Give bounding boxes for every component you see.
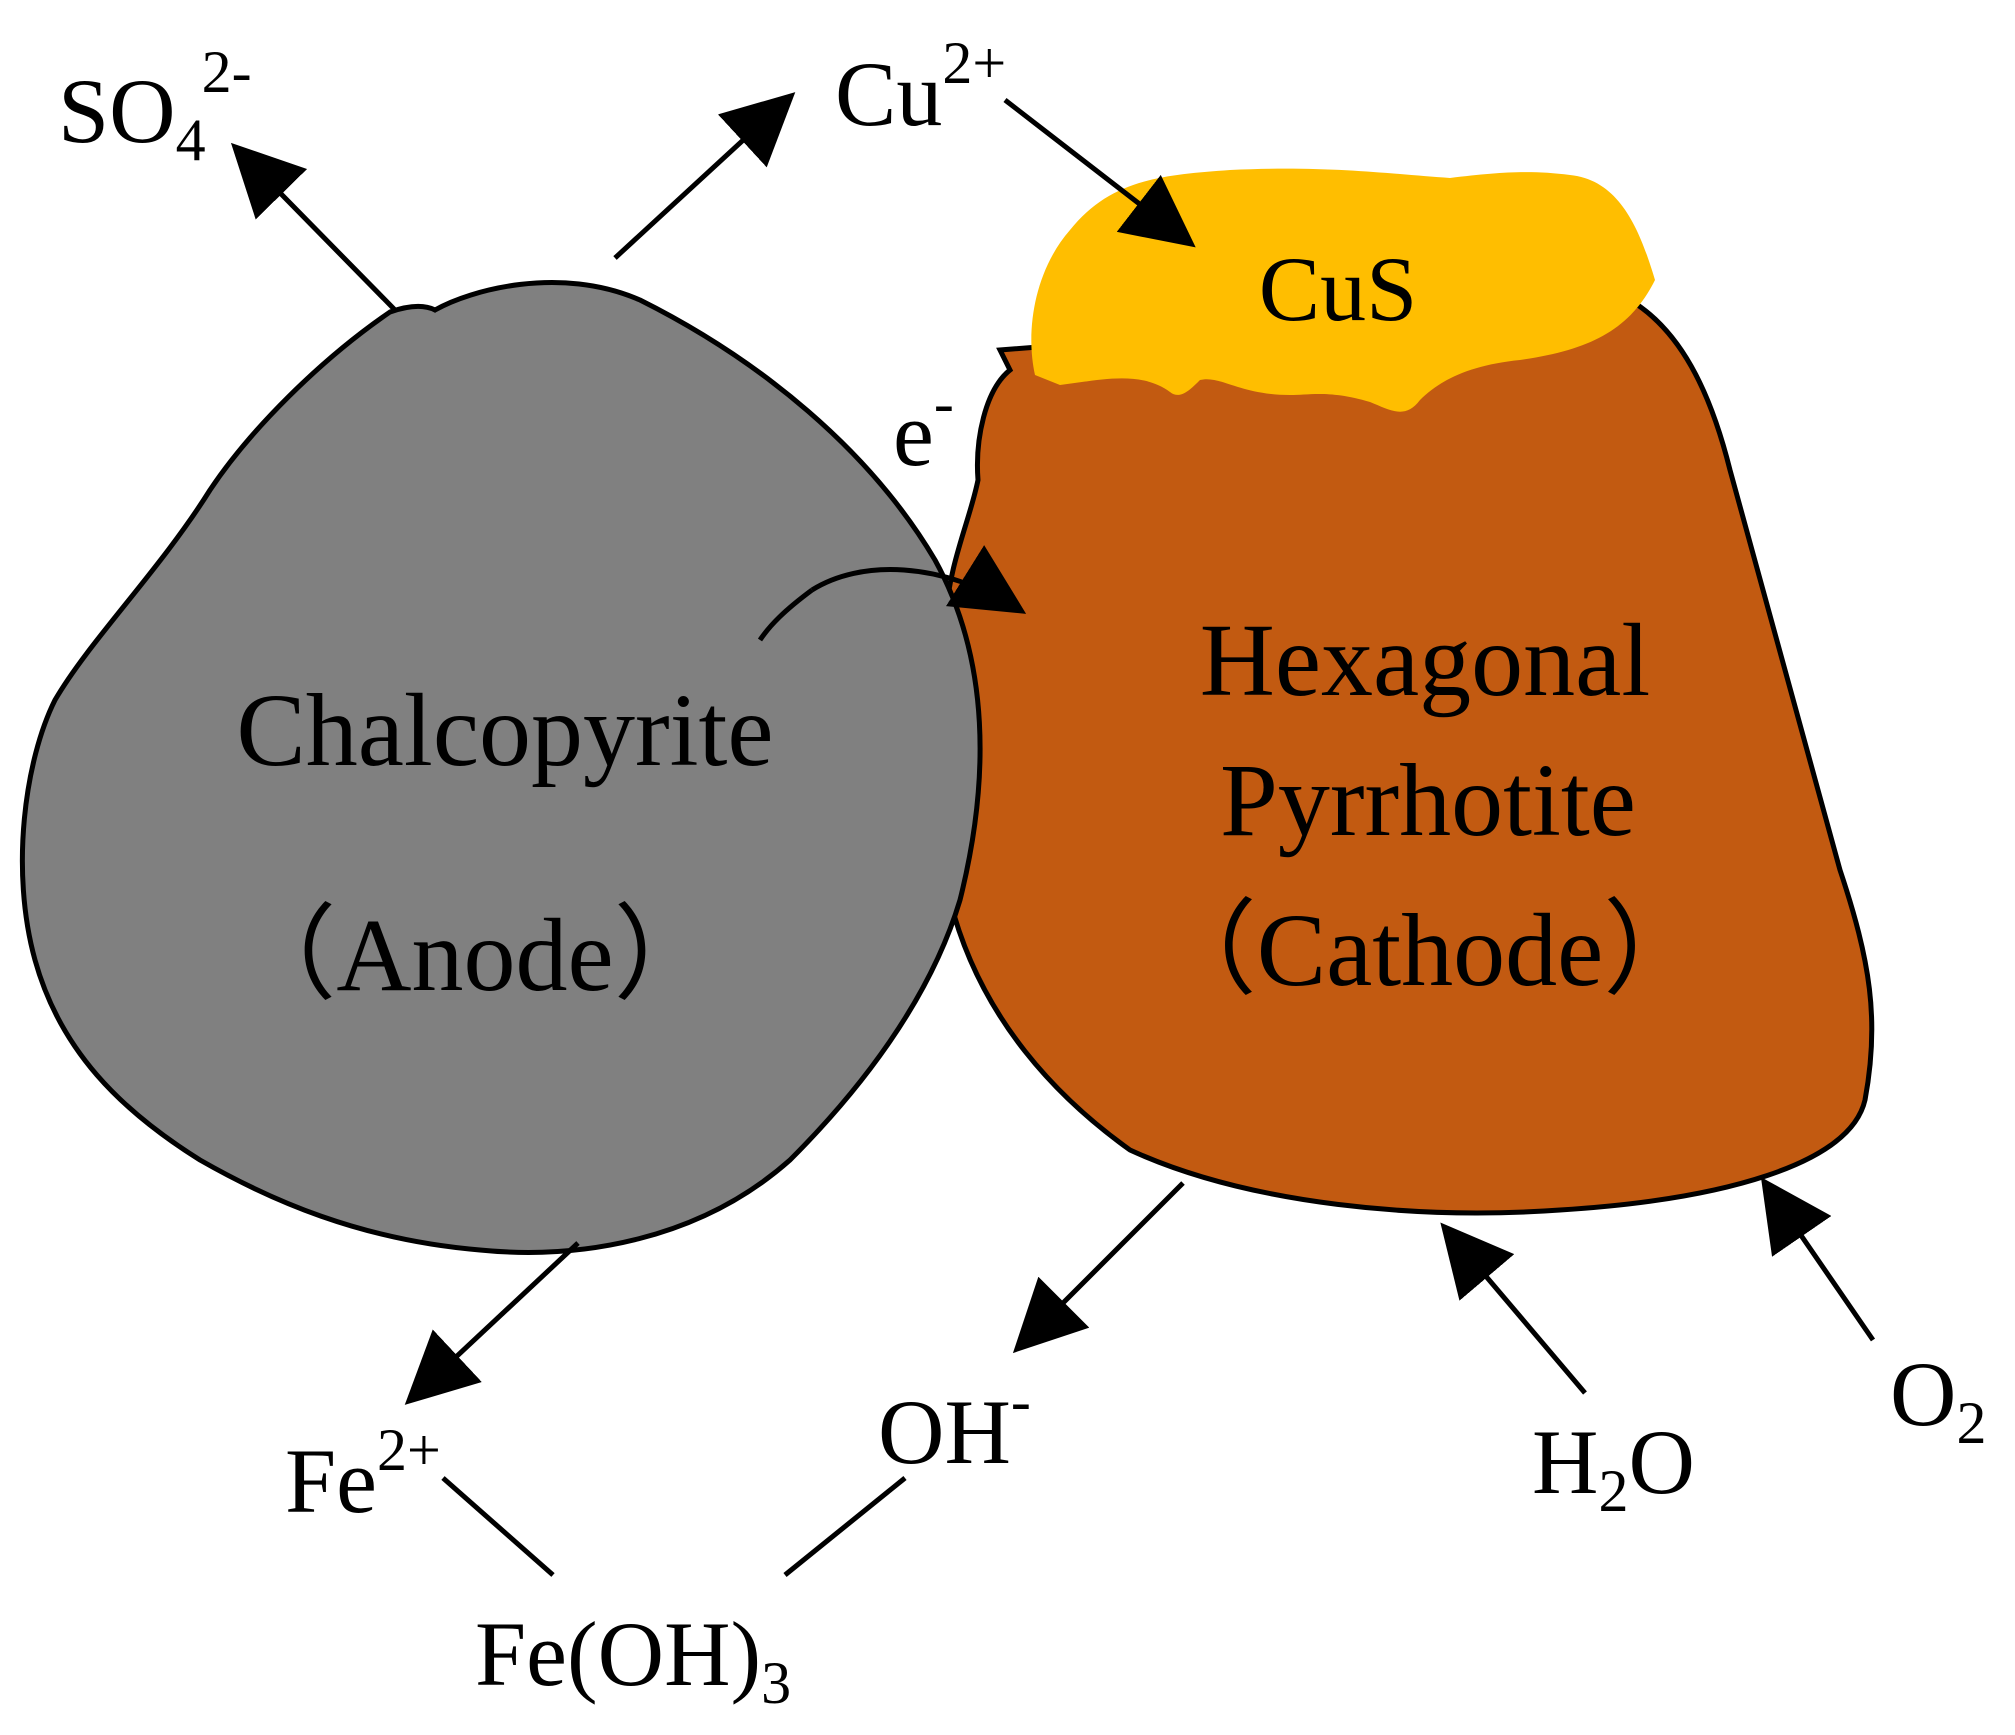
pyrrhotite-label: Pyrrhotite xyxy=(1220,743,1636,858)
cu-sup: 2+ xyxy=(942,30,1006,96)
o2-sub: 2 xyxy=(1956,1390,1986,1456)
feoh3-base: Fe(OH) xyxy=(475,1603,761,1705)
electron-label: e- xyxy=(893,370,954,485)
so4-sup: 2- xyxy=(202,39,252,105)
oh-sup: - xyxy=(1011,1368,1031,1434)
oh-label: OH- xyxy=(878,1368,1031,1483)
h2o-base2: O xyxy=(1628,1411,1694,1513)
electron-transfer-tail xyxy=(757,587,814,642)
cathode-label: （Cathode） xyxy=(1153,893,1708,1008)
o2-label: O2 xyxy=(1890,1343,1986,1456)
anode-label: （Anode） xyxy=(232,898,717,1013)
electron-sup: - xyxy=(934,370,954,436)
feoh3-label: Fe(OH)3 xyxy=(475,1603,791,1716)
hexagonal-label: Hexagonal xyxy=(1200,603,1650,718)
so4-label: SO42- xyxy=(58,39,252,173)
line-fe-to-feoh3 xyxy=(441,1476,555,1577)
arrow-to-oh xyxy=(1012,1181,1185,1354)
cus-label: CuS xyxy=(1259,238,1418,340)
cu-label: Cu2+ xyxy=(835,30,1006,145)
arrow-cu-to-cus xyxy=(1003,98,1196,248)
chalcopyrite-particle xyxy=(19,280,983,1255)
cu-base: Cu xyxy=(835,43,942,145)
arrow-to-cu xyxy=(613,92,796,260)
feoh3-sub: 3 xyxy=(761,1650,791,1716)
oh-base: OH xyxy=(878,1381,1011,1483)
o2-base: O xyxy=(1890,1343,1956,1445)
so4-sub: 4 xyxy=(176,107,206,173)
arrow-from-o2 xyxy=(1760,1177,1876,1342)
arrow-to-so4 xyxy=(230,142,397,312)
h2o-label: H2O xyxy=(1532,1411,1695,1524)
arrow-to-fe xyxy=(404,1241,580,1405)
arrow-from-h2o xyxy=(1440,1222,1587,1395)
electron-transfer-arrow xyxy=(810,545,1027,614)
line-oh-to-feoh3 xyxy=(783,1476,907,1577)
h2o-sub: 2 xyxy=(1598,1458,1628,1524)
fe-label: Fe2+ xyxy=(285,1417,441,1532)
h2o-base1: H xyxy=(1532,1411,1598,1513)
electron-base: e xyxy=(893,383,934,485)
so4-base: SO xyxy=(58,60,176,162)
fe-sup: 2+ xyxy=(377,1417,441,1483)
fe-base: Fe xyxy=(285,1430,377,1532)
chalcopyrite-label: Chalcopyrite xyxy=(236,673,773,788)
